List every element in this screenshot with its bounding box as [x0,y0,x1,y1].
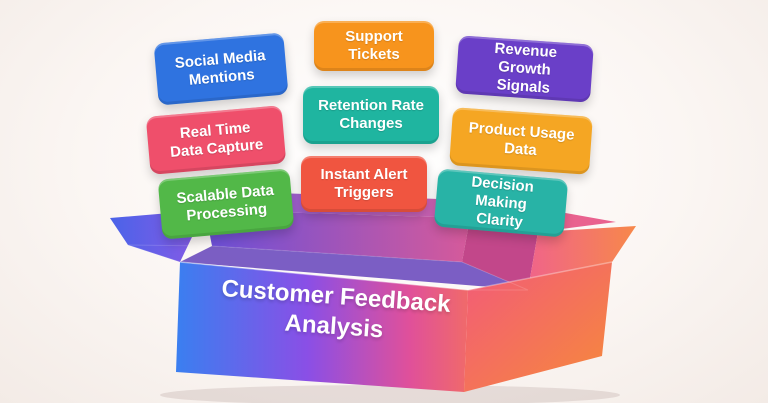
card-label: Decision Making Clarity [470,173,535,231]
card-revenue-growth-signals: Revenue Growth Signals [455,35,594,103]
card-instant-alert-triggers: Instant Alert Triggers [301,156,427,212]
card-scalable-data-processing: Scalable Data Processing [157,168,295,240]
card-label: Scalable Data Processing [175,181,275,225]
card-support-tickets: Support Tickets [314,21,434,71]
card-retention-rate-changes: Retention Rate Changes [303,86,439,144]
card-label: Instant Alert Triggers [320,166,408,201]
card-decision-making-clarity: Decision Making Clarity [433,168,569,238]
card-product-usage-data: Product Usage Data [449,107,593,175]
card-label: Revenue Growth Signals [494,39,558,97]
card-label: Social Media Mentions [174,47,267,89]
card-real-time-data-capture: Real Time Data Capture [145,105,287,175]
card-label: Real Time Data Capture [169,118,264,162]
card-social-media-mentions: Social Media Mentions [153,32,289,106]
card-label: Product Usage Data [468,119,576,160]
card-label: Retention Rate Changes [318,97,424,132]
card-label: Support Tickets [345,28,403,63]
